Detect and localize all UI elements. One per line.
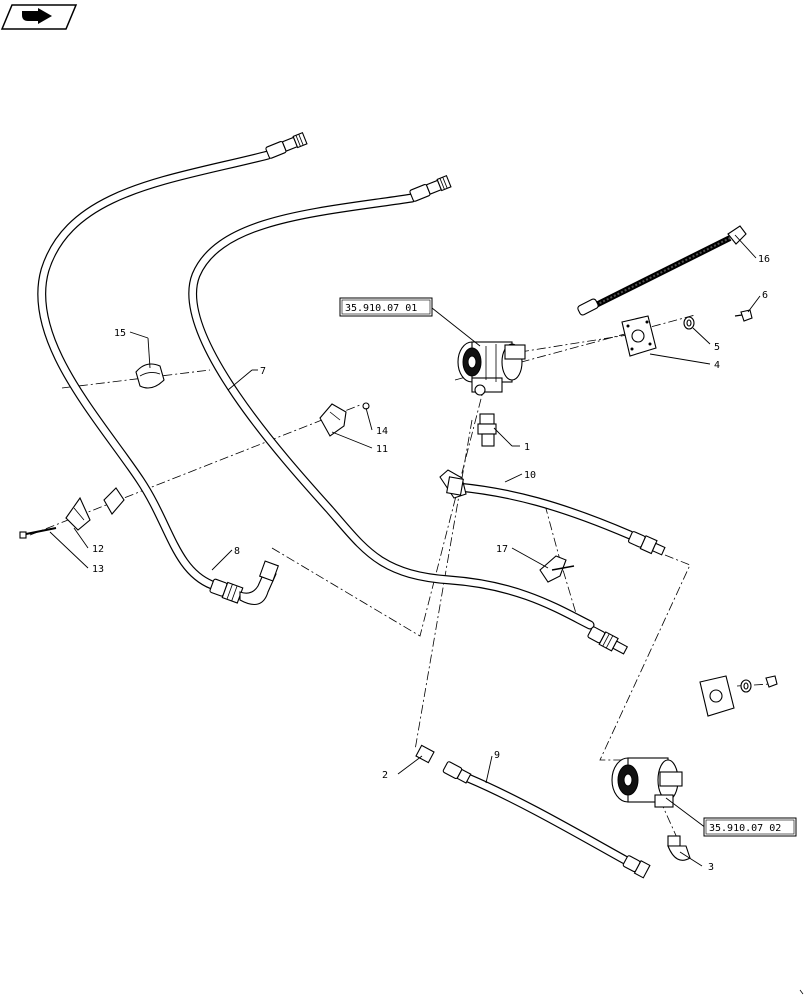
washer-5 bbox=[683, 316, 695, 330]
hose-8-top-fitting bbox=[409, 174, 452, 202]
clip-15 bbox=[135, 363, 165, 389]
reference-upper-text: 35.910.07 01 bbox=[345, 303, 417, 314]
reference-box-upper[interactable]: 35.910.07 01 bbox=[339, 297, 433, 317]
callout-15: 15 bbox=[114, 328, 126, 339]
hose-7 bbox=[37, 150, 273, 590]
bracket-12b bbox=[103, 487, 125, 515]
callout-4: 4 bbox=[714, 360, 720, 371]
callout-7: 7 bbox=[260, 366, 266, 377]
callout-9: 9 bbox=[494, 750, 500, 761]
callout-1: 1 bbox=[524, 442, 530, 453]
tie-17 bbox=[539, 555, 575, 583]
callout-17: 17 bbox=[496, 544, 508, 555]
nav-arrow-icon[interactable] bbox=[0, 4, 78, 30]
lower-bolt bbox=[765, 675, 778, 688]
hose-8 bbox=[188, 193, 595, 630]
callout-6: 6 bbox=[762, 290, 768, 301]
hose-7-top-fitting bbox=[265, 131, 308, 159]
hose-9 bbox=[442, 761, 651, 879]
callout-3: 3 bbox=[708, 862, 714, 873]
callout-labels: 1 2 3 4 5 6 7 8 9 10 11 12 13 14 15 16 1… bbox=[92, 254, 770, 873]
bolt-6 bbox=[734, 309, 753, 322]
leader-lines bbox=[49, 234, 761, 867]
fitting-1 bbox=[477, 413, 497, 447]
fitting-2 bbox=[415, 744, 435, 764]
hose-10 bbox=[439, 469, 666, 556]
upper-motor-assembly bbox=[457, 341, 526, 396]
callout-14: 14 bbox=[376, 426, 388, 437]
plate-4 bbox=[621, 315, 657, 357]
callout-11: 11 bbox=[376, 444, 388, 455]
reference-lower-text: 35.910.07 02 bbox=[709, 823, 781, 834]
hose-8-bottom-fitting bbox=[587, 626, 629, 655]
callout-10: 10 bbox=[524, 470, 536, 481]
callout-8: 8 bbox=[234, 546, 240, 557]
callout-16: 16 bbox=[758, 254, 770, 265]
lower-motor-assembly bbox=[611, 757, 683, 808]
lower-plate bbox=[699, 675, 735, 717]
cable-16 bbox=[577, 225, 747, 316]
reference-box-lower[interactable]: 35.910.07 02 bbox=[703, 817, 797, 837]
clamp-11 bbox=[319, 403, 347, 437]
clamp-12 bbox=[65, 496, 91, 531]
elbow-fitting-8 bbox=[209, 560, 280, 606]
corner-mark bbox=[799, 989, 804, 995]
callout-5: 5 bbox=[714, 342, 720, 353]
lower-washer bbox=[740, 679, 752, 693]
bolt-13 bbox=[19, 527, 57, 539]
callout-13: 13 bbox=[92, 564, 104, 575]
callout-12: 12 bbox=[92, 544, 104, 555]
callout-2: 2 bbox=[382, 770, 388, 781]
elbow-3 bbox=[667, 835, 691, 861]
